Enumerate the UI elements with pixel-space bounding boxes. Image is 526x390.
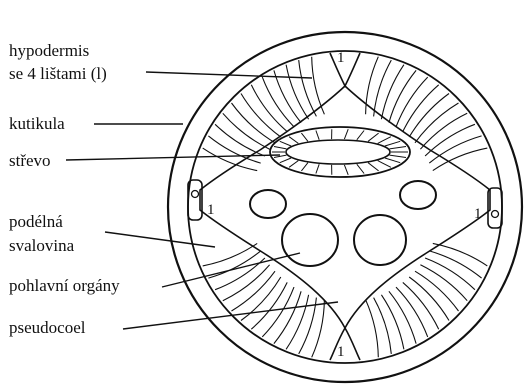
gut-cell-wall xyxy=(357,164,364,173)
gut-cell-wall xyxy=(344,165,348,175)
hypodermal-cord-bottom xyxy=(330,328,360,360)
ridge-mark-right: 1 xyxy=(474,206,482,222)
gut-cell-wall xyxy=(289,161,298,168)
pseudocoel-boundary xyxy=(200,86,490,328)
cuticle-inner xyxy=(188,51,502,363)
ridge-mark-top: 1 xyxy=(337,50,345,66)
ridge-mark-left: 1 xyxy=(207,202,215,218)
label-svalovina-2: svalovina xyxy=(9,236,74,256)
muscle-fiber xyxy=(274,70,301,122)
lateral-canal-left xyxy=(250,190,286,218)
gut-cell-wall xyxy=(301,163,308,171)
lateral-canal-right xyxy=(400,181,436,209)
muscle-fiber xyxy=(223,113,270,149)
label-pseudocoel: pseudocoel xyxy=(9,318,85,338)
muscle-fiber xyxy=(433,148,488,171)
muscle-fiber xyxy=(374,60,392,116)
gut-cell-wall xyxy=(344,129,348,139)
muscle-fiber xyxy=(232,103,276,143)
label-hypodermis-1: hypodermis xyxy=(9,41,89,61)
label-kutikula: kutikula xyxy=(9,114,65,134)
label-strevo: střevo xyxy=(9,151,51,171)
muscle-fiber xyxy=(429,136,481,163)
muscle-fiber xyxy=(415,103,459,143)
muscle-fiber xyxy=(409,94,449,138)
gut-cell-wall xyxy=(280,141,291,146)
muscle-fiber xyxy=(409,277,449,321)
muscle-fiber xyxy=(232,271,276,311)
intestine xyxy=(270,127,410,177)
muscle-fiber xyxy=(241,94,281,138)
ridge-mark-bottom: 1 xyxy=(337,344,345,360)
gut-cell-wall xyxy=(378,161,391,168)
gut-cell-wall xyxy=(316,131,319,140)
gut-cell-wall xyxy=(316,164,319,173)
gut-cell-wall xyxy=(368,163,379,171)
gut-cell-wall xyxy=(390,155,407,157)
cord-dot-right xyxy=(492,211,499,218)
reproductive-organ-right xyxy=(354,215,406,265)
muscle-fiber xyxy=(251,282,287,329)
label-hypodermis-2: se 4 lištami (l) xyxy=(9,64,107,84)
gut-cell-wall xyxy=(368,133,379,141)
muscle-fiber xyxy=(312,300,325,358)
gut-cell-wall xyxy=(390,147,407,149)
leader-svalovina xyxy=(105,232,215,247)
gut-cell-wall xyxy=(301,133,308,141)
muscle-fiber xyxy=(425,258,475,290)
label-svalovina-1: podélná xyxy=(9,212,63,232)
gut-cell-wall xyxy=(385,141,400,146)
cord-dot-left xyxy=(192,191,199,198)
muscle-fiber xyxy=(420,265,467,301)
gut-cell-wall xyxy=(385,158,400,163)
leader-pseudocoel xyxy=(123,302,338,329)
gut-cell-wall xyxy=(289,137,298,144)
leader-pohlavni xyxy=(162,253,300,287)
leader-hypodermis xyxy=(146,72,312,78)
hypodermal-cord-top xyxy=(330,53,360,86)
longitudinal-muscle-striations xyxy=(203,57,488,358)
muscle-fiber xyxy=(403,85,439,132)
label-pohlavni: pohlavní orgány xyxy=(9,276,120,296)
gut-cell-wall xyxy=(274,147,287,149)
muscle-fiber xyxy=(396,77,428,127)
gut-cell-wall xyxy=(357,131,364,140)
muscle-fiber xyxy=(262,287,294,337)
muscle-fiber xyxy=(366,300,379,358)
gut-cell-wall xyxy=(378,137,391,144)
muscle-fiber xyxy=(415,271,459,311)
muscle-fiber xyxy=(389,291,416,343)
gut-cell-wall xyxy=(280,158,291,163)
reproductive-organ-left xyxy=(282,214,338,266)
